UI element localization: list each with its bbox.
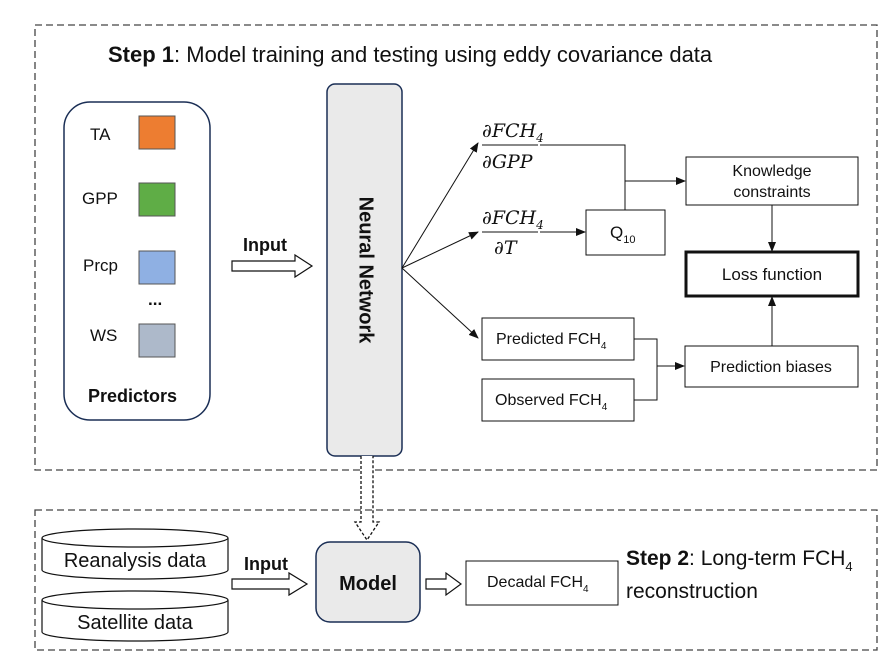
predictor-label-ta: TA: [90, 125, 111, 144]
ta-swatch: [138, 115, 176, 150]
q10-box: [585, 209, 666, 256]
svg-text:Satellite data: Satellite data: [77, 612, 194, 634]
loss-function-box: [684, 250, 860, 298]
step2-panel: [34, 509, 878, 651]
predicted-fch4-label: Predicted FCH4: [496, 331, 607, 352]
predicted-connector: [634, 338, 658, 401]
reanalysis-data-cylinder: Reanalysis data: [41, 528, 229, 580]
model-label: Model: [339, 573, 397, 595]
svg-text:∂FCH4: ∂FCH4: [482, 120, 544, 145]
predictor-label-gpp: GPP: [82, 189, 118, 208]
derivative-fch4-t: ∂FCH4 ∂T: [482, 207, 544, 259]
derivative-fch4-gpp: ∂FCH4 ∂GPP: [482, 120, 544, 173]
predictor-ellipsis: ...: [148, 290, 162, 309]
gpp-derivative-connector: [540, 144, 626, 181]
observed-fch4-box: [481, 378, 635, 422]
prediction-biases-label: Prediction biases: [710, 359, 832, 376]
step2-title: Step 2: Long-term FCH4: [626, 547, 853, 574]
predictor-label-prcp: Prcp: [83, 256, 118, 275]
nn-to-predicted-arrow: [401, 267, 479, 339]
ws-swatch: [138, 323, 176, 358]
nn-to-gpp-derivative-arrow: [401, 142, 479, 269]
predictor-label-ws: WS: [90, 326, 117, 345]
svg-text:Reanalysis data: Reanalysis data: [64, 550, 207, 572]
step1-panel: [34, 24, 878, 471]
step2-input-arrow: [231, 571, 309, 597]
svg-text:∂FCH4: ∂FCH4: [482, 207, 544, 232]
predicted-fch4-box: [481, 317, 635, 361]
input-label: Input: [243, 235, 287, 255]
neural-network-label: Neural Network: [355, 197, 377, 345]
loss-function-label: Loss function: [722, 265, 822, 284]
predictors-title: Predictors: [88, 386, 177, 406]
prcp-swatch: [138, 250, 176, 285]
satellite-data-cylinder: Satellite data: [41, 590, 229, 642]
svg-text:∂T: ∂T: [494, 237, 518, 259]
nn-to-model-arrow: [353, 456, 381, 542]
q10-label: Q10: [610, 223, 635, 246]
knowledge-constraints-line2: constraints: [733, 184, 810, 201]
step1-title: Step 1: Model training and testing using…: [108, 42, 713, 67]
gpp-swatch: [138, 182, 176, 217]
observed-fch4-label: Observed FCH4: [495, 392, 608, 413]
nn-to-temp-derivative-arrow: [401, 231, 479, 269]
knowledge-constraints-line1: Knowledge: [732, 163, 811, 180]
model-box: [315, 541, 421, 623]
step2-title-line2: reconstruction: [626, 580, 758, 603]
prediction-biases-box: [684, 345, 859, 388]
decadal-fch4-label: Decadal FCH4: [487, 574, 589, 595]
step2-input-label: Input: [244, 554, 288, 574]
decadal-fch4-box: [465, 560, 619, 606]
model-to-decadal-arrow: [425, 571, 463, 597]
input-arrow: [231, 253, 314, 279]
svg-text:∂GPP: ∂GPP: [482, 151, 534, 173]
